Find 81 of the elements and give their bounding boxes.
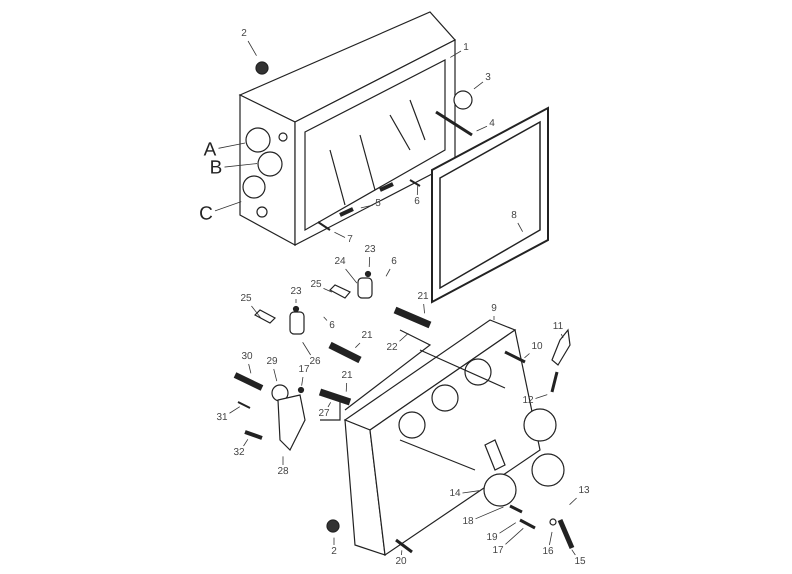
leader-line bbox=[401, 550, 402, 556]
callout-number: 21 bbox=[340, 370, 354, 382]
leader-line bbox=[229, 406, 240, 414]
callout-number: 11 bbox=[552, 321, 564, 333]
callout-number: 6 bbox=[413, 196, 421, 208]
leader-line bbox=[524, 353, 530, 358]
callout-number: 16 bbox=[541, 546, 555, 558]
leader-line bbox=[302, 342, 312, 356]
leader-line bbox=[243, 438, 248, 446]
callout-number: A bbox=[202, 140, 218, 160]
leader-line bbox=[535, 394, 548, 399]
leader-line bbox=[423, 304, 425, 314]
leader-line bbox=[301, 376, 304, 386]
leader-line bbox=[571, 549, 576, 556]
callout-number: 25 bbox=[309, 279, 323, 291]
callout-number: 32 bbox=[232, 447, 246, 459]
leader-line bbox=[549, 532, 552, 546]
callout-number: 30 bbox=[240, 351, 254, 363]
callout-number: 10 bbox=[530, 341, 544, 353]
leader-line bbox=[248, 40, 257, 56]
leader-line bbox=[360, 204, 374, 208]
callout-number: 9 bbox=[490, 303, 498, 315]
callout-number: 29 bbox=[265, 356, 279, 368]
callout-number: 8 bbox=[510, 210, 518, 222]
leader-line bbox=[334, 232, 346, 238]
leader-line bbox=[517, 222, 524, 232]
leader-line bbox=[346, 382, 348, 392]
callout-number: 18 bbox=[461, 516, 475, 528]
leader-line bbox=[248, 364, 252, 374]
leader-line bbox=[399, 332, 409, 342]
leader-line bbox=[368, 256, 370, 268]
leader-line bbox=[251, 306, 262, 318]
callout-number: 28 bbox=[276, 466, 290, 478]
callout-number: 22 bbox=[385, 342, 399, 354]
callout-number: 17 bbox=[491, 545, 505, 557]
callout-number: 4 bbox=[488, 118, 496, 130]
callout-number: 19 bbox=[485, 532, 499, 544]
callout-number: 24 bbox=[333, 256, 347, 268]
callout-number: 17 bbox=[297, 364, 311, 376]
leader-line bbox=[476, 126, 488, 132]
leader-line bbox=[386, 268, 390, 277]
callout-number: 31 bbox=[215, 412, 229, 424]
leader-line bbox=[218, 142, 246, 149]
callout-number: 26 bbox=[308, 356, 322, 368]
leader-line bbox=[282, 456, 284, 466]
leader-line bbox=[505, 528, 524, 545]
callout-number: 13 bbox=[577, 485, 591, 497]
callout-number: 2 bbox=[240, 28, 248, 40]
leader-line bbox=[328, 402, 332, 408]
callout-number: 7 bbox=[346, 234, 354, 246]
callout-number: 21 bbox=[416, 291, 430, 303]
leader-line bbox=[345, 268, 358, 284]
leader-line bbox=[214, 201, 242, 212]
leader-line bbox=[416, 184, 418, 196]
leader-line bbox=[323, 288, 332, 293]
callout-number: 15 bbox=[573, 556, 587, 568]
callout-number: 27 bbox=[317, 408, 331, 420]
leader-line bbox=[273, 368, 278, 382]
leader-line bbox=[475, 506, 504, 520]
callout-number: 23 bbox=[363, 244, 377, 256]
callout-number: 1 bbox=[462, 42, 470, 54]
callout-number: 6 bbox=[390, 256, 398, 268]
leader-line bbox=[224, 163, 258, 168]
callout-number: C bbox=[198, 204, 214, 224]
leader-line bbox=[450, 50, 462, 58]
callout-number: 23 bbox=[289, 286, 303, 298]
callout-number: 2 bbox=[330, 546, 338, 558]
callout-number: 25 bbox=[239, 293, 253, 305]
callout-number: 6 bbox=[328, 320, 336, 332]
callout-number: 21 bbox=[360, 330, 374, 342]
leader-line bbox=[560, 334, 564, 338]
callout-number: 3 bbox=[484, 72, 492, 84]
leader-line bbox=[474, 82, 484, 90]
leader-line bbox=[499, 522, 516, 534]
leader-line bbox=[354, 342, 360, 348]
callout-number: 20 bbox=[394, 556, 408, 568]
callout-number: B bbox=[208, 158, 224, 178]
leader-line bbox=[462, 490, 480, 494]
leader-line bbox=[569, 498, 577, 506]
callout-number: 14 bbox=[448, 488, 462, 500]
leader-line bbox=[323, 316, 328, 321]
